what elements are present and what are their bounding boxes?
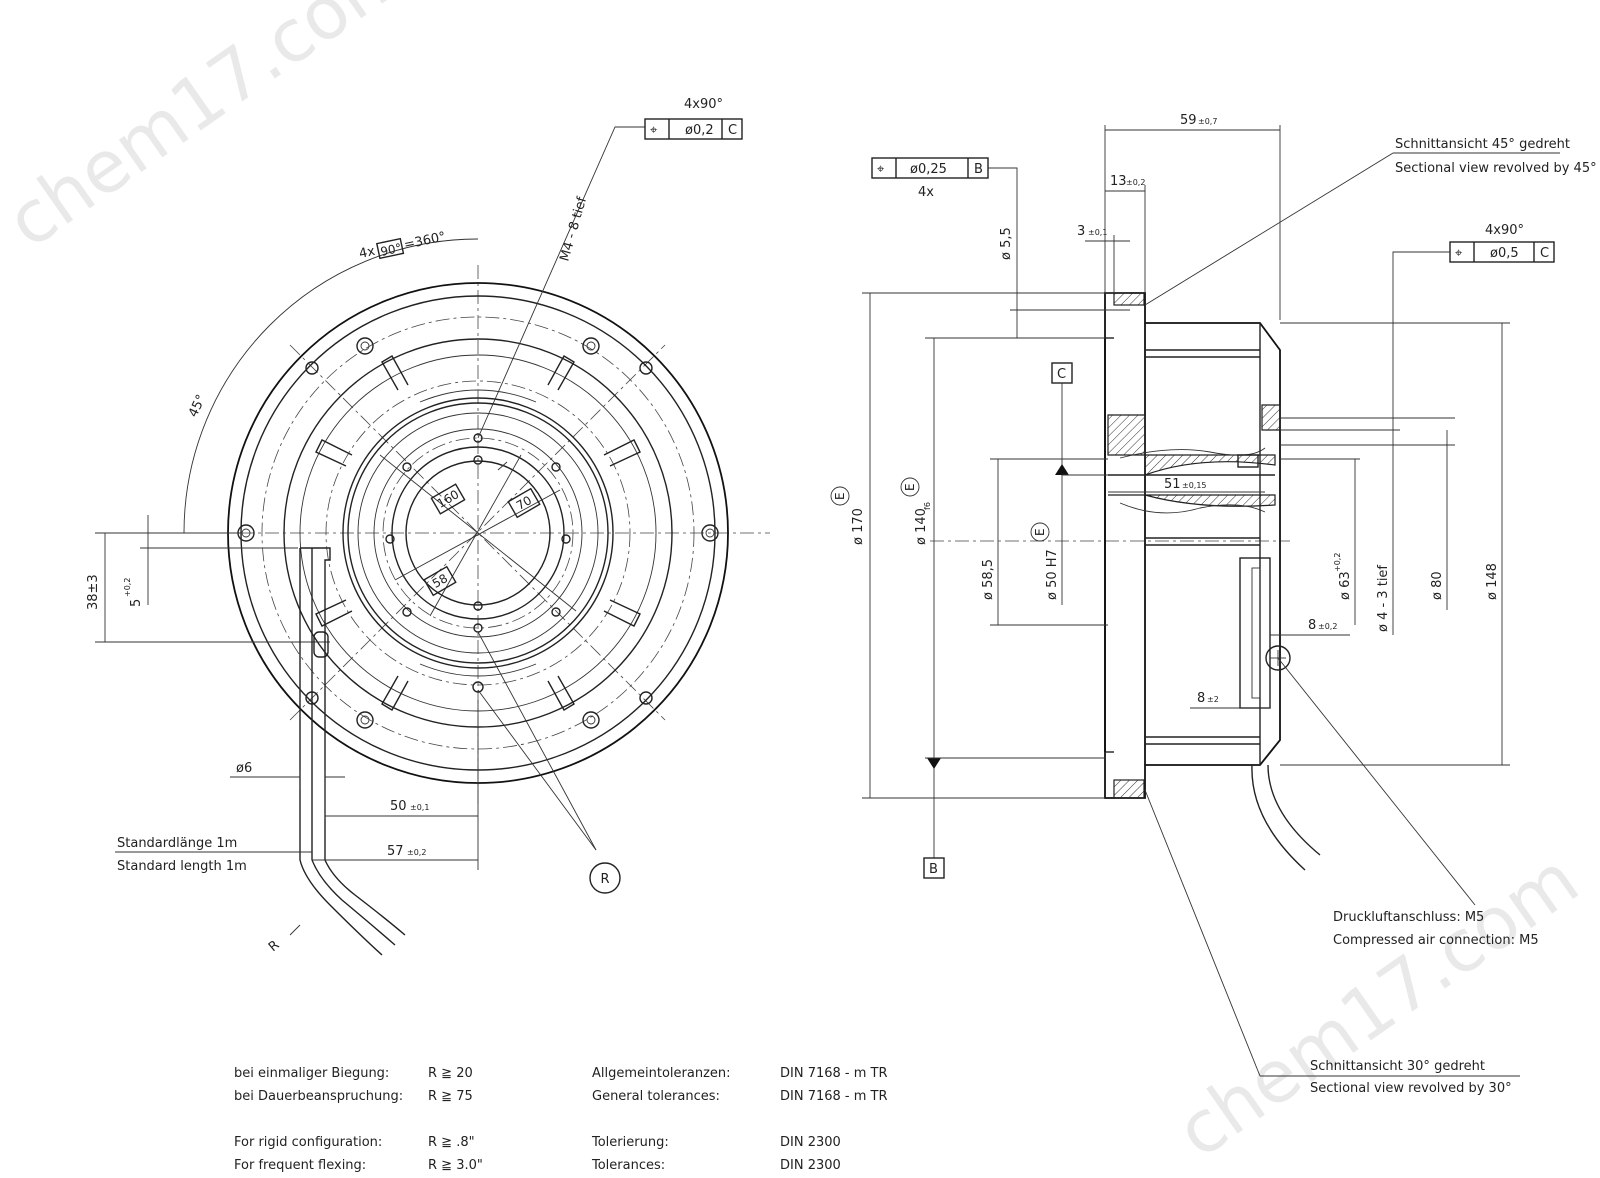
- dim-13: 13: [1110, 174, 1127, 189]
- dim-13-tol: ±0,2: [1126, 178, 1145, 187]
- fcf-top-count: 4x90°: [684, 97, 723, 112]
- dim-50-tol: ±0,1: [410, 803, 429, 812]
- dim-8a: 8: [1308, 618, 1316, 633]
- notes-table: bei einmaliger Biegung: R ≧ 20 Allgemein…: [234, 1066, 888, 1173]
- watermark-top: chem17.com: [0, 0, 423, 264]
- dim-50: 50: [390, 799, 407, 814]
- fcf-right-datum: C: [1540, 246, 1549, 261]
- note-1-value: R ≧ 75: [428, 1089, 473, 1104]
- note-0-value: R ≧ 20: [428, 1066, 473, 1081]
- dim-phi140-fit: f6: [923, 502, 932, 510]
- note-2-tol-value: DIN 2300: [780, 1135, 841, 1150]
- watermark-bottom: chem17.com: [1162, 837, 1593, 1174]
- dim-phi50: ø 50 H7: [1045, 549, 1060, 600]
- dim-38: 38±3: [86, 574, 101, 610]
- dim-phi5-5: ø 5,5: [999, 227, 1014, 260]
- note-2-value: R ≧ .8": [428, 1135, 475, 1150]
- fcf-right: 4x90° ⌖ ø0,5 C: [1392, 223, 1555, 430]
- cable-length-en: Standard length 1m: [117, 859, 247, 874]
- note-1-tol-label: General tolerances:: [592, 1089, 720, 1104]
- front-view: 160 70 58 45° 4x 90° =360° M4 - 8 tief 4…: [86, 97, 770, 956]
- dim-59: 59: [1180, 113, 1197, 128]
- note-3-value: R ≧ 3.0": [428, 1158, 483, 1173]
- air-en: Compressed air connection: M5: [1333, 933, 1539, 948]
- angular-pattern-suffix: =360°: [403, 229, 447, 252]
- dim-8b-tol: ±2: [1207, 695, 1219, 704]
- radius-label: R: [266, 938, 283, 955]
- dim-51: 51: [1164, 477, 1181, 492]
- section30-en: Sectional view revolved by 30°: [1310, 1081, 1512, 1096]
- dim-phi170: ø 170: [851, 508, 866, 545]
- boxed-160-text: 160: [435, 487, 462, 511]
- air-de: Druckluftanschluss: M5: [1333, 910, 1484, 925]
- boxed-dim-160: 160: [430, 483, 466, 515]
- inner-holes: [385, 433, 571, 693]
- dim-59-tol: ±0,7: [1198, 117, 1217, 126]
- dim-5: 5: [129, 599, 144, 607]
- fcf-right-count: 4x90°: [1485, 223, 1524, 238]
- dim-51-tol: ±0,15: [1182, 481, 1207, 490]
- datum-c: C: [1057, 367, 1066, 382]
- note-3-tol-value: DIN 2300: [780, 1158, 841, 1173]
- note-2-label: For rigid configuration:: [234, 1135, 382, 1150]
- fcf-right-tolerance: ø0,5: [1490, 246, 1519, 261]
- boxed-dim-70: 70: [507, 487, 541, 519]
- note-1-tol-value: DIN 7168 - m TR: [780, 1089, 888, 1104]
- dim-phi148: ø 148: [1485, 563, 1500, 600]
- circle-e-3: E: [1033, 528, 1047, 536]
- section30-de: Schnittansicht 30° gedreht: [1310, 1059, 1485, 1074]
- datum-b: B: [929, 862, 938, 877]
- fcf-top-symbol: ⌖: [650, 123, 658, 138]
- section45-de: Schnittansicht 45° gedreht: [1395, 137, 1570, 152]
- dim-phi4: ø 4 - 3 tief: [1376, 565, 1391, 632]
- fcf-left-symbol: ⌖: [877, 162, 885, 177]
- dim-3-tol: ±0,1: [1088, 228, 1107, 237]
- fcf-left: ⌖ ø0,25 B 4x: [871, 157, 1018, 200]
- fcf-left-count: 4x: [918, 185, 934, 200]
- dim-5-tol: +0,2: [123, 578, 132, 597]
- note-0-tol-label: Allgemeintoleranzen:: [592, 1066, 731, 1081]
- note-3-label: For frequent flexing:: [234, 1158, 366, 1173]
- note-0-label: bei einmaliger Biegung:: [234, 1066, 389, 1081]
- dim-8a-tol: ±0,2: [1318, 622, 1337, 631]
- cable: R: [266, 547, 406, 956]
- cable-length-de: Standardlänge 1m: [117, 836, 237, 851]
- boxed-dim-58: 58: [423, 565, 457, 597]
- fcf-top-datum: C: [728, 123, 737, 138]
- dim-57: 57: [387, 844, 404, 859]
- dim-phi140: ø 140: [914, 508, 929, 545]
- fcf-top: 4x90° ⌖ ø0,2 C: [644, 97, 743, 140]
- section45-en: Sectional view revolved by 45°: [1395, 161, 1597, 176]
- fcf-left-datum: B: [974, 162, 983, 177]
- dim-phi6: ø6: [236, 761, 252, 776]
- dim-3: 3: [1077, 224, 1085, 239]
- note-3-tol-label: Tolerances:: [591, 1158, 665, 1173]
- angular-pattern-prefix: 4x: [358, 244, 377, 262]
- dim-phi58-5: ø 58,5: [981, 559, 996, 600]
- note-1-label: bei Dauerbeanspruchung:: [234, 1089, 403, 1104]
- note-2-tol-label: Tolerierung:: [591, 1135, 669, 1150]
- side-view: 59 ±0,7 13 ±0,2 3 ±0,1 ø 5,5 ⌖ ø0,25 B 4…: [830, 113, 1597, 1096]
- spokes: [315, 355, 641, 711]
- circle-e-1: E: [833, 492, 847, 500]
- boxed-58-text: 58: [430, 571, 450, 591]
- thread-callout: M4 - 8 tief: [557, 195, 590, 263]
- dim-phi63: ø 63: [1338, 571, 1353, 600]
- fcf-left-tolerance: ø0,25: [910, 162, 947, 177]
- ref-r: R: [600, 872, 609, 887]
- dim-57-tol: ±0,2: [407, 848, 426, 857]
- fcf-top-tolerance: ø0,2: [685, 123, 714, 138]
- angle-45-label: 45°: [186, 392, 209, 419]
- boxed-70-text: 70: [514, 493, 534, 513]
- angular-pattern-box: 90°: [379, 241, 403, 259]
- note-0-tol-value: DIN 7168 - m TR: [780, 1066, 888, 1081]
- fcf-right-symbol: ⌖: [1455, 246, 1463, 261]
- dim-phi80: ø 80: [1430, 571, 1445, 600]
- dim-8b: 8: [1197, 691, 1205, 706]
- circle-e-2: E: [903, 483, 917, 491]
- dim-phi63-tol: +0,2: [1333, 553, 1342, 572]
